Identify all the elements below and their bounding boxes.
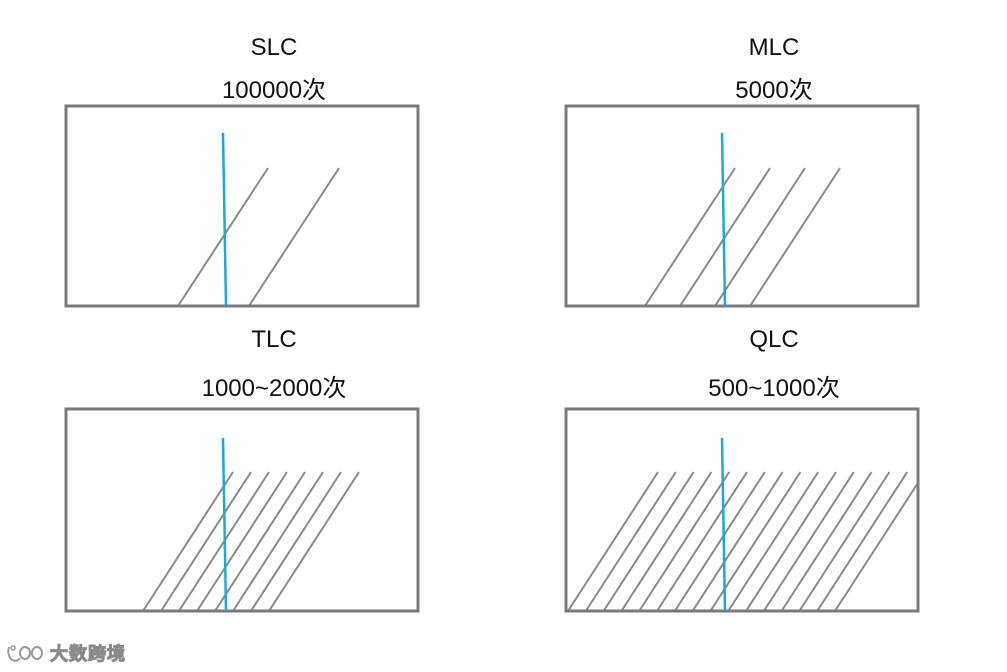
hatch-line xyxy=(691,471,784,611)
hatch-line xyxy=(250,471,342,611)
hatch-line xyxy=(727,471,820,611)
panel-diagram xyxy=(564,407,920,613)
marker-line xyxy=(221,132,228,307)
panel-cycles-label: 100000次 xyxy=(221,77,327,104)
hatch-line xyxy=(816,471,909,611)
hatch-line xyxy=(584,471,677,611)
hatch-line xyxy=(214,471,306,611)
panel-tlc: TLC 1000~2000次 xyxy=(64,322,484,613)
panel-cycles-label: 500~1000次 xyxy=(708,375,840,402)
panel-cycles-label: 1000~2000次 xyxy=(201,375,347,402)
panel-qlc: QLC 500~1000次 xyxy=(564,322,984,613)
hatch-line xyxy=(834,480,918,611)
hatch-line xyxy=(638,471,731,611)
hatch-line xyxy=(745,471,837,611)
panel-type-label: MLC xyxy=(748,34,800,61)
hatch-line xyxy=(644,167,736,306)
panel-type-label: SLC xyxy=(250,34,298,61)
marker-line xyxy=(221,437,228,612)
marker-line xyxy=(720,132,727,307)
cell-frame xyxy=(64,407,420,613)
panel-diagram xyxy=(564,104,920,308)
panel-type-label: QLC xyxy=(749,326,799,353)
hatch-line xyxy=(567,471,659,611)
panel-cycles-label: 5000次 xyxy=(735,77,813,104)
watermark: 大数跨境 xyxy=(6,639,126,667)
hatch-line xyxy=(177,167,269,306)
hatch-line xyxy=(248,167,340,306)
hatch-line xyxy=(160,471,252,611)
cell-frame xyxy=(564,104,920,308)
panel-diagram xyxy=(64,104,420,308)
watermark-text: 大数跨境 xyxy=(50,644,126,666)
hatch-line xyxy=(142,471,234,611)
hatch-line xyxy=(656,471,748,611)
hatch-line xyxy=(620,471,713,611)
cell-frame xyxy=(564,407,920,613)
panel-slc: SLC 100000次 xyxy=(64,30,484,310)
panel-type-label: TLC xyxy=(251,326,297,353)
panel-mlc: MLC 5000次 xyxy=(564,30,984,310)
hatch-line xyxy=(673,471,766,611)
logo-icon xyxy=(7,645,43,662)
hatch-line xyxy=(749,167,841,306)
hatch-line xyxy=(762,471,855,611)
hatch-line xyxy=(196,471,288,611)
hatch-line xyxy=(714,167,806,306)
hatch-line xyxy=(232,471,324,611)
panel-diagram xyxy=(64,407,420,613)
hatch-line xyxy=(602,471,695,611)
marker-line xyxy=(720,437,727,612)
hatch-line xyxy=(798,471,891,611)
hatch-line xyxy=(268,471,360,611)
cell-frame xyxy=(64,104,420,308)
hatch-line xyxy=(780,471,873,611)
